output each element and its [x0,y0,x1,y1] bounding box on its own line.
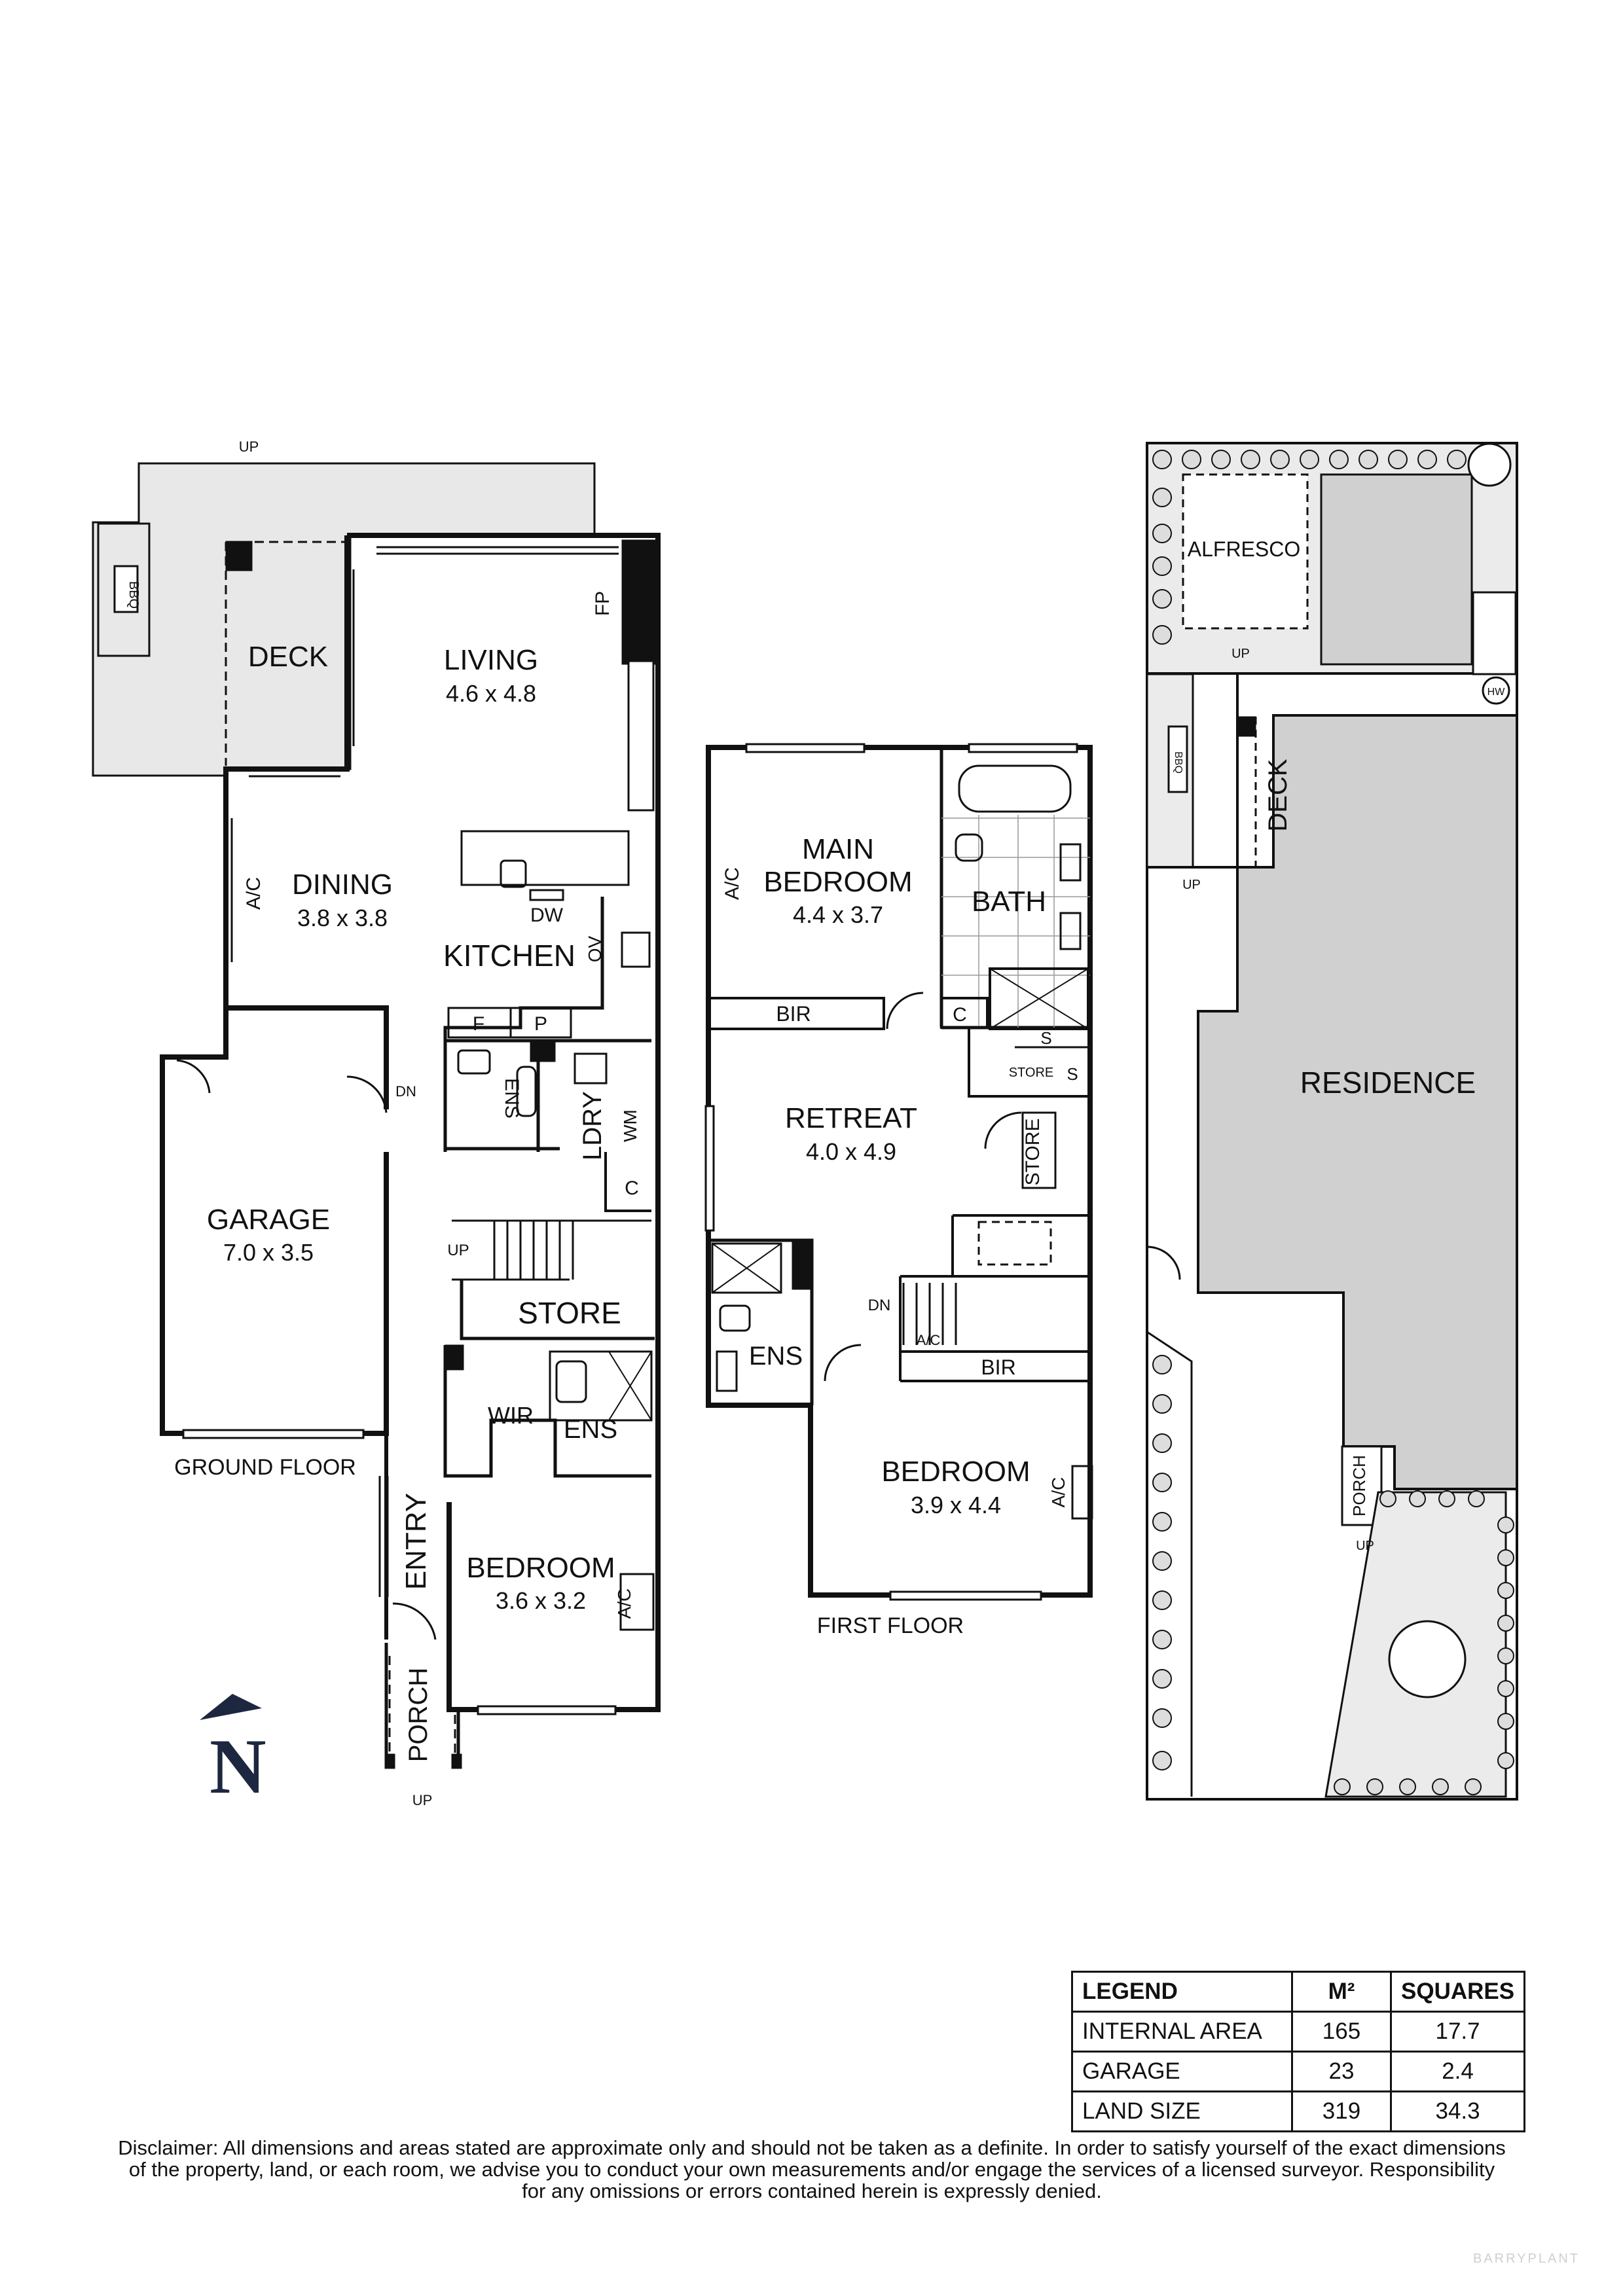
room-bedroom: BEDROOM [881,1456,1030,1488]
room-store: STORE [518,1296,621,1330]
room-porch: PORCH [404,1668,433,1762]
room-garage-size: 7.0 x 3.5 [223,1239,314,1266]
room-bedroom: BEDROOM [466,1552,615,1584]
room-living: LIVING [444,644,538,676]
up-marker: UP [412,1792,433,1808]
room-bath: BATH [972,886,1046,918]
north-label: N [210,1723,266,1810]
legend-row-squares: 2.4 [1389,2051,1526,2092]
area-legend-table: LEGEND M² SQUARES INTERNAL AREA 165 17.7… [1071,1971,1526,2132]
site-plan [1146,442,1518,1801]
north-arrow-icon [200,1694,262,1720]
ac-label: A/C [1048,1477,1068,1508]
legend-header-m2: M² [1291,1971,1392,2013]
room-bir: BIR [981,1355,1015,1379]
room-wir: WIR [488,1402,534,1429]
up-marker: UP [239,439,259,455]
legend-row-m2: 319 [1291,2090,1392,2132]
ground-floor-labels: UP DECK BBQ LIVING 4.6 x 4.8 FP DINING 3… [126,439,640,1808]
legend-row-label: LAND SIZE [1071,2090,1293,2132]
legend-header-row: LEGEND M² SQUARES [1071,1971,1526,2013]
bbq-label: BBQ [126,581,141,609]
room-ens: ENS [749,1342,803,1371]
up-marker: UP [1231,647,1250,661]
room-bedroom-size: 3.6 x 3.2 [496,1587,586,1614]
room-deck: DECK [248,641,328,673]
legend-row-label: GARAGE [1071,2051,1293,2092]
legend-row-label: INTERNAL AREA [1071,2011,1293,2053]
ac-label: A/C [243,877,264,910]
disclaimer-line: for any omissions or errors contained he… [522,2179,1102,2202]
room-ens: ENS [501,1078,522,1119]
ground-floor-plan [92,462,661,1769]
legend-header-squares: SQUARES [1389,1971,1526,2013]
legend-row-squares: 34.3 [1389,2090,1526,2132]
first-floor-plan [704,743,1093,1601]
room-entry: ENTRY [400,1493,432,1590]
disclaimer-text: Disclaimer: All dimensions and areas sta… [62,2137,1561,2202]
legend-row-m2: 165 [1291,2011,1392,2053]
first-floor-caption: FIRST FLOOR [817,1613,964,1638]
cupboard-label: C [625,1177,639,1199]
down-marker: DN [868,1297,891,1314]
pantry-label: P [534,1013,547,1035]
up-marker: UP [447,1242,469,1259]
watermark-logo: BARRYPLANT [1473,2251,1580,2266]
room-bedroom-size: 3.9 x 4.4 [911,1492,1001,1518]
room-main-bedroom-size: 4.4 x 3.7 [793,901,883,928]
alfresco-label: ALFRESCO [1188,537,1300,561]
room-store-small: STORE [1009,1066,1054,1080]
ac-label: A/C [917,1332,941,1348]
up-marker: UP [1356,1539,1374,1553]
room-kitchen: KITCHEN [443,939,575,973]
washing-machine-label: WM [620,1109,640,1142]
legend-row-squares: 17.7 [1389,2011,1526,2053]
first-floor-labels: MAIN BEDROOM 4.4 x 3.7 A/C BATH BIR C S … [721,833,1078,1638]
room-living-size: 4.6 x 4.8 [446,680,536,707]
room-ens-2: ENS [564,1415,617,1444]
room-retreat: RETREAT [785,1102,917,1134]
ground-floor-caption: GROUND FLOOR [174,1455,356,1480]
room-store: STORE [1022,1119,1044,1186]
residence-label: RESIDENCE [1300,1066,1476,1100]
cupboard-label: C [953,1004,967,1026]
legend-row-m2: 23 [1291,2051,1392,2092]
hot-water-label: HW [1487,687,1506,698]
north-arrow: N [196,1689,282,1810]
room-dining: DINING [292,869,393,901]
room-main-bedroom: MAIN [802,833,874,865]
room-dining-size: 3.8 x 3.8 [297,905,388,931]
legend-header-label: LEGEND [1071,1971,1293,2013]
deck-label: DECK [1264,759,1292,831]
legend-row: INTERNAL AREA 165 17.7 [1071,2011,1526,2053]
room-main-bedroom: BEDROOM [763,866,912,898]
room-bir: BIR [776,1002,811,1026]
room-laundry: LDRY [578,1091,607,1160]
ac-label: A/C [614,1588,634,1619]
bbq-label: BBQ [1173,751,1184,774]
room-garage: GARAGE [207,1204,330,1236]
fireplace-label: FP [592,591,613,616]
ac-label: A/C [721,867,743,900]
shelf-label: S [1040,1028,1051,1048]
legend-row: GARAGE 23 2.4 [1071,2051,1526,2092]
porch-label: PORCH [1349,1455,1369,1516]
fridge-label: F [473,1013,484,1035]
oven-label: OV [585,935,605,962]
disclaimer-line: of the property, land, or each room, we … [128,2158,1495,2181]
disclaimer-line: Disclaimer: All dimensions and areas sta… [118,2136,1506,2159]
up-marker: UP [1182,878,1201,892]
down-marker: DN [395,1083,416,1100]
dishwasher-label: DW [530,905,564,926]
room-retreat-size: 4.0 x 4.9 [806,1138,896,1165]
shelf-label: S [1067,1064,1078,1084]
legend-row: LAND SIZE 319 34.3 [1071,2090,1526,2132]
site-plan-labels: ALFRESCO UP HW BBQ DECK UP RESIDENCE POR… [1173,537,1505,1553]
